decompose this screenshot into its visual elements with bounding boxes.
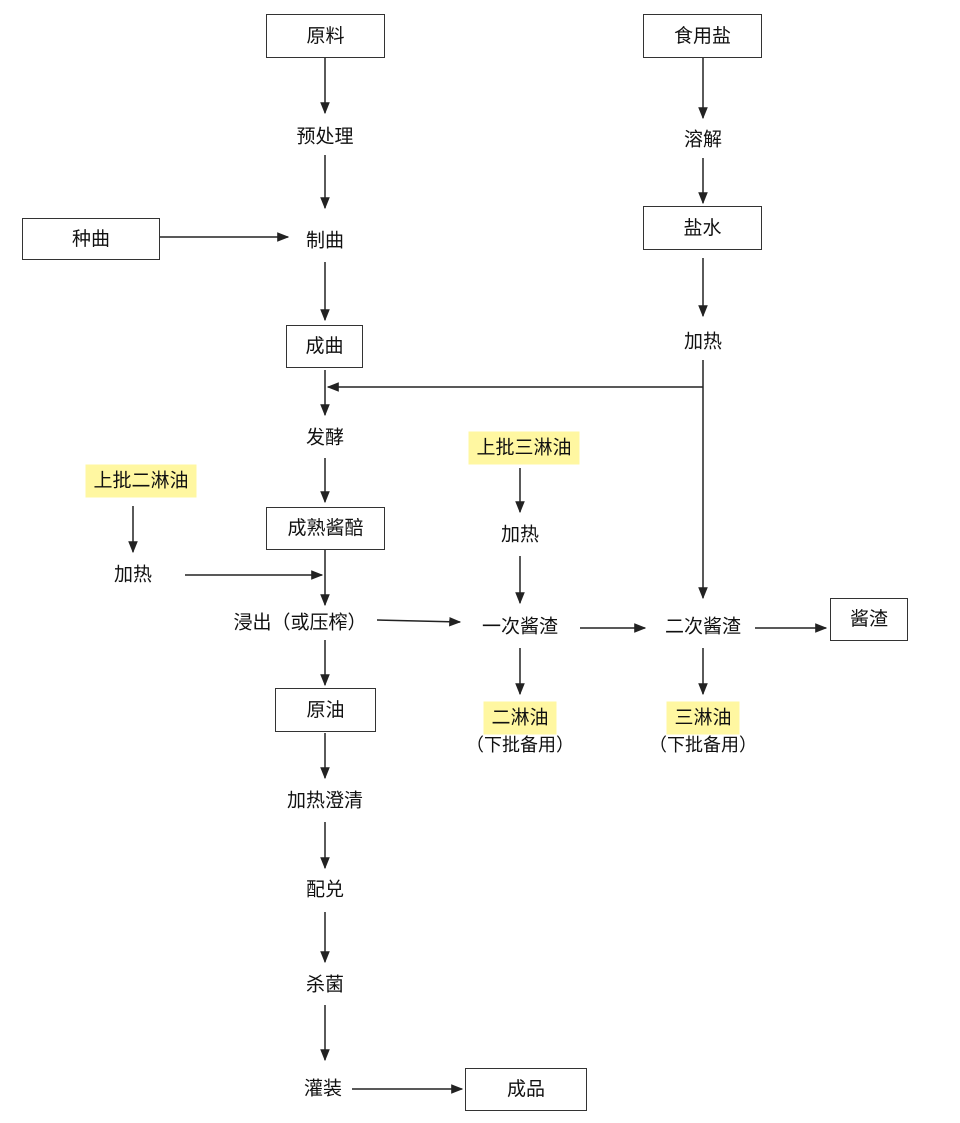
- node-yuchuli: 预处理: [296, 125, 354, 148]
- node-shajun: 杀菌: [305, 973, 345, 996]
- node-jiare-mid: 加热: [500, 523, 540, 546]
- node-sanlinyou: 三淋油: [666, 701, 740, 735]
- node-shangpi-sanlinyou: 上批三淋油: [468, 431, 580, 465]
- node-zhiqu: 制曲: [305, 229, 345, 252]
- node-chengqu: 成曲: [286, 325, 363, 368]
- node-jiare-top: 加热: [683, 330, 723, 353]
- node-erlinyou: 二淋油: [483, 701, 557, 735]
- node-yici-jiangzha: 一次酱渣: [481, 615, 559, 638]
- node-zhongqu: 种曲: [22, 218, 160, 260]
- node-jinchu: 浸出（或压榨）: [233, 611, 367, 634]
- node-chengshu-jiangpei: 成熟酱醅: [266, 507, 385, 550]
- node-shangpi-erlinyou: 上批二淋油: [85, 464, 197, 498]
- node-jiare-chengqing: 加热澄清: [286, 789, 364, 812]
- node-fajiao: 发酵: [305, 426, 345, 449]
- node-peidui: 配兑: [305, 878, 345, 901]
- note-erlinyou: （下批备用）: [466, 735, 574, 756]
- node-guanzhuang: 灌装: [303, 1077, 343, 1100]
- node-yuanliao: 原料: [266, 14, 385, 58]
- node-jiare-left: 加热: [113, 563, 153, 586]
- node-yuanyou: 原油: [275, 688, 376, 732]
- node-chengpin: 成品: [465, 1068, 587, 1111]
- node-rongjie: 溶解: [683, 128, 723, 151]
- node-erci-jiangzha: 二次酱渣: [664, 615, 742, 638]
- note-sanlinyou: （下批备用）: [649, 735, 757, 756]
- node-shiyongyan: 食用盐: [643, 14, 762, 58]
- arrow-jinchu-yici: [376, 616, 462, 627]
- node-yanshui: 盐水: [643, 206, 762, 250]
- node-jiangzha: 酱渣: [830, 598, 908, 641]
